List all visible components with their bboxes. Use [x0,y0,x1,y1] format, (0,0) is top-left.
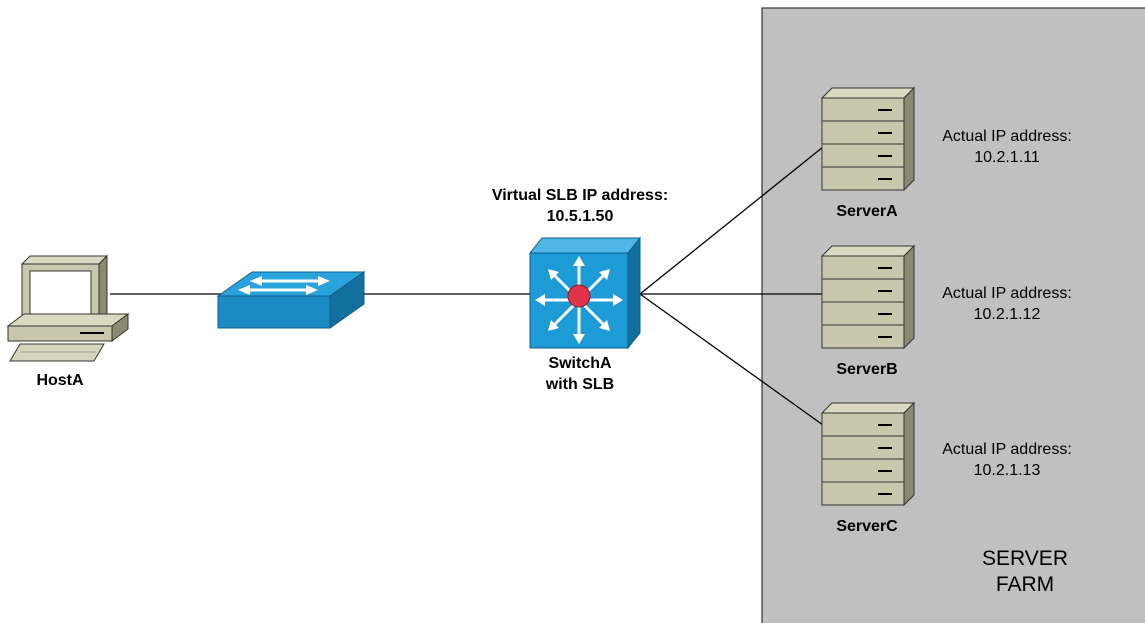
server-icon [820,86,916,192]
center-dot [567,284,591,308]
server-name-b: ServerB [836,361,898,378]
link-slb-serverc [639,293,824,426]
server-icon [820,244,916,350]
server-ip-b: Actual IP address: 10.2.1.12 [922,283,1092,325]
connection-lines [110,146,824,426]
link-slb-servera [639,146,824,295]
host-label: HostA [36,372,84,389]
vip-label: Virtual SLB IP address: 10.5.1.50 [470,185,690,227]
slb-switch-name-line1: SwitchA [548,355,612,372]
pc-icon [6,254,130,362]
server-name-c: ServerC [836,518,898,535]
vip-label-line1: Virtual SLB IP address: [491,187,669,204]
server-name-a: ServerA [836,203,898,220]
slb-switch-name-line2: with SLB [545,376,615,393]
vip-label-line2: 10.5.1.50 [546,208,614,225]
server-ip-a: Actual IP address: 10.2.1.11 [922,126,1092,168]
server-ip-value-b: 10.2.1.12 [973,306,1041,323]
multilayer-switch-icon [528,236,642,350]
server-ip-c: Actual IP address: 10.2.1.13 [922,439,1092,481]
server-farm-label: SERVER FARM [960,546,1090,598]
server-ip-caption-c: Actual IP address: [942,441,1072,458]
slb-switch-label: SwitchA with SLB [520,353,640,395]
server-ip-value-a: 10.2.1.11 [974,149,1040,166]
workgroup-switch-icon [216,271,366,329]
server-ip-caption-b: Actual IP address: [942,285,1072,302]
server-farm-label-line2: FARM [995,573,1055,596]
server-farm-label-line1: SERVER [982,547,1068,570]
server-ip-caption-a: Actual IP address: [942,128,1072,145]
server-ip-value-c: 10.2.1.13 [973,462,1041,479]
server-icon [820,401,916,507]
